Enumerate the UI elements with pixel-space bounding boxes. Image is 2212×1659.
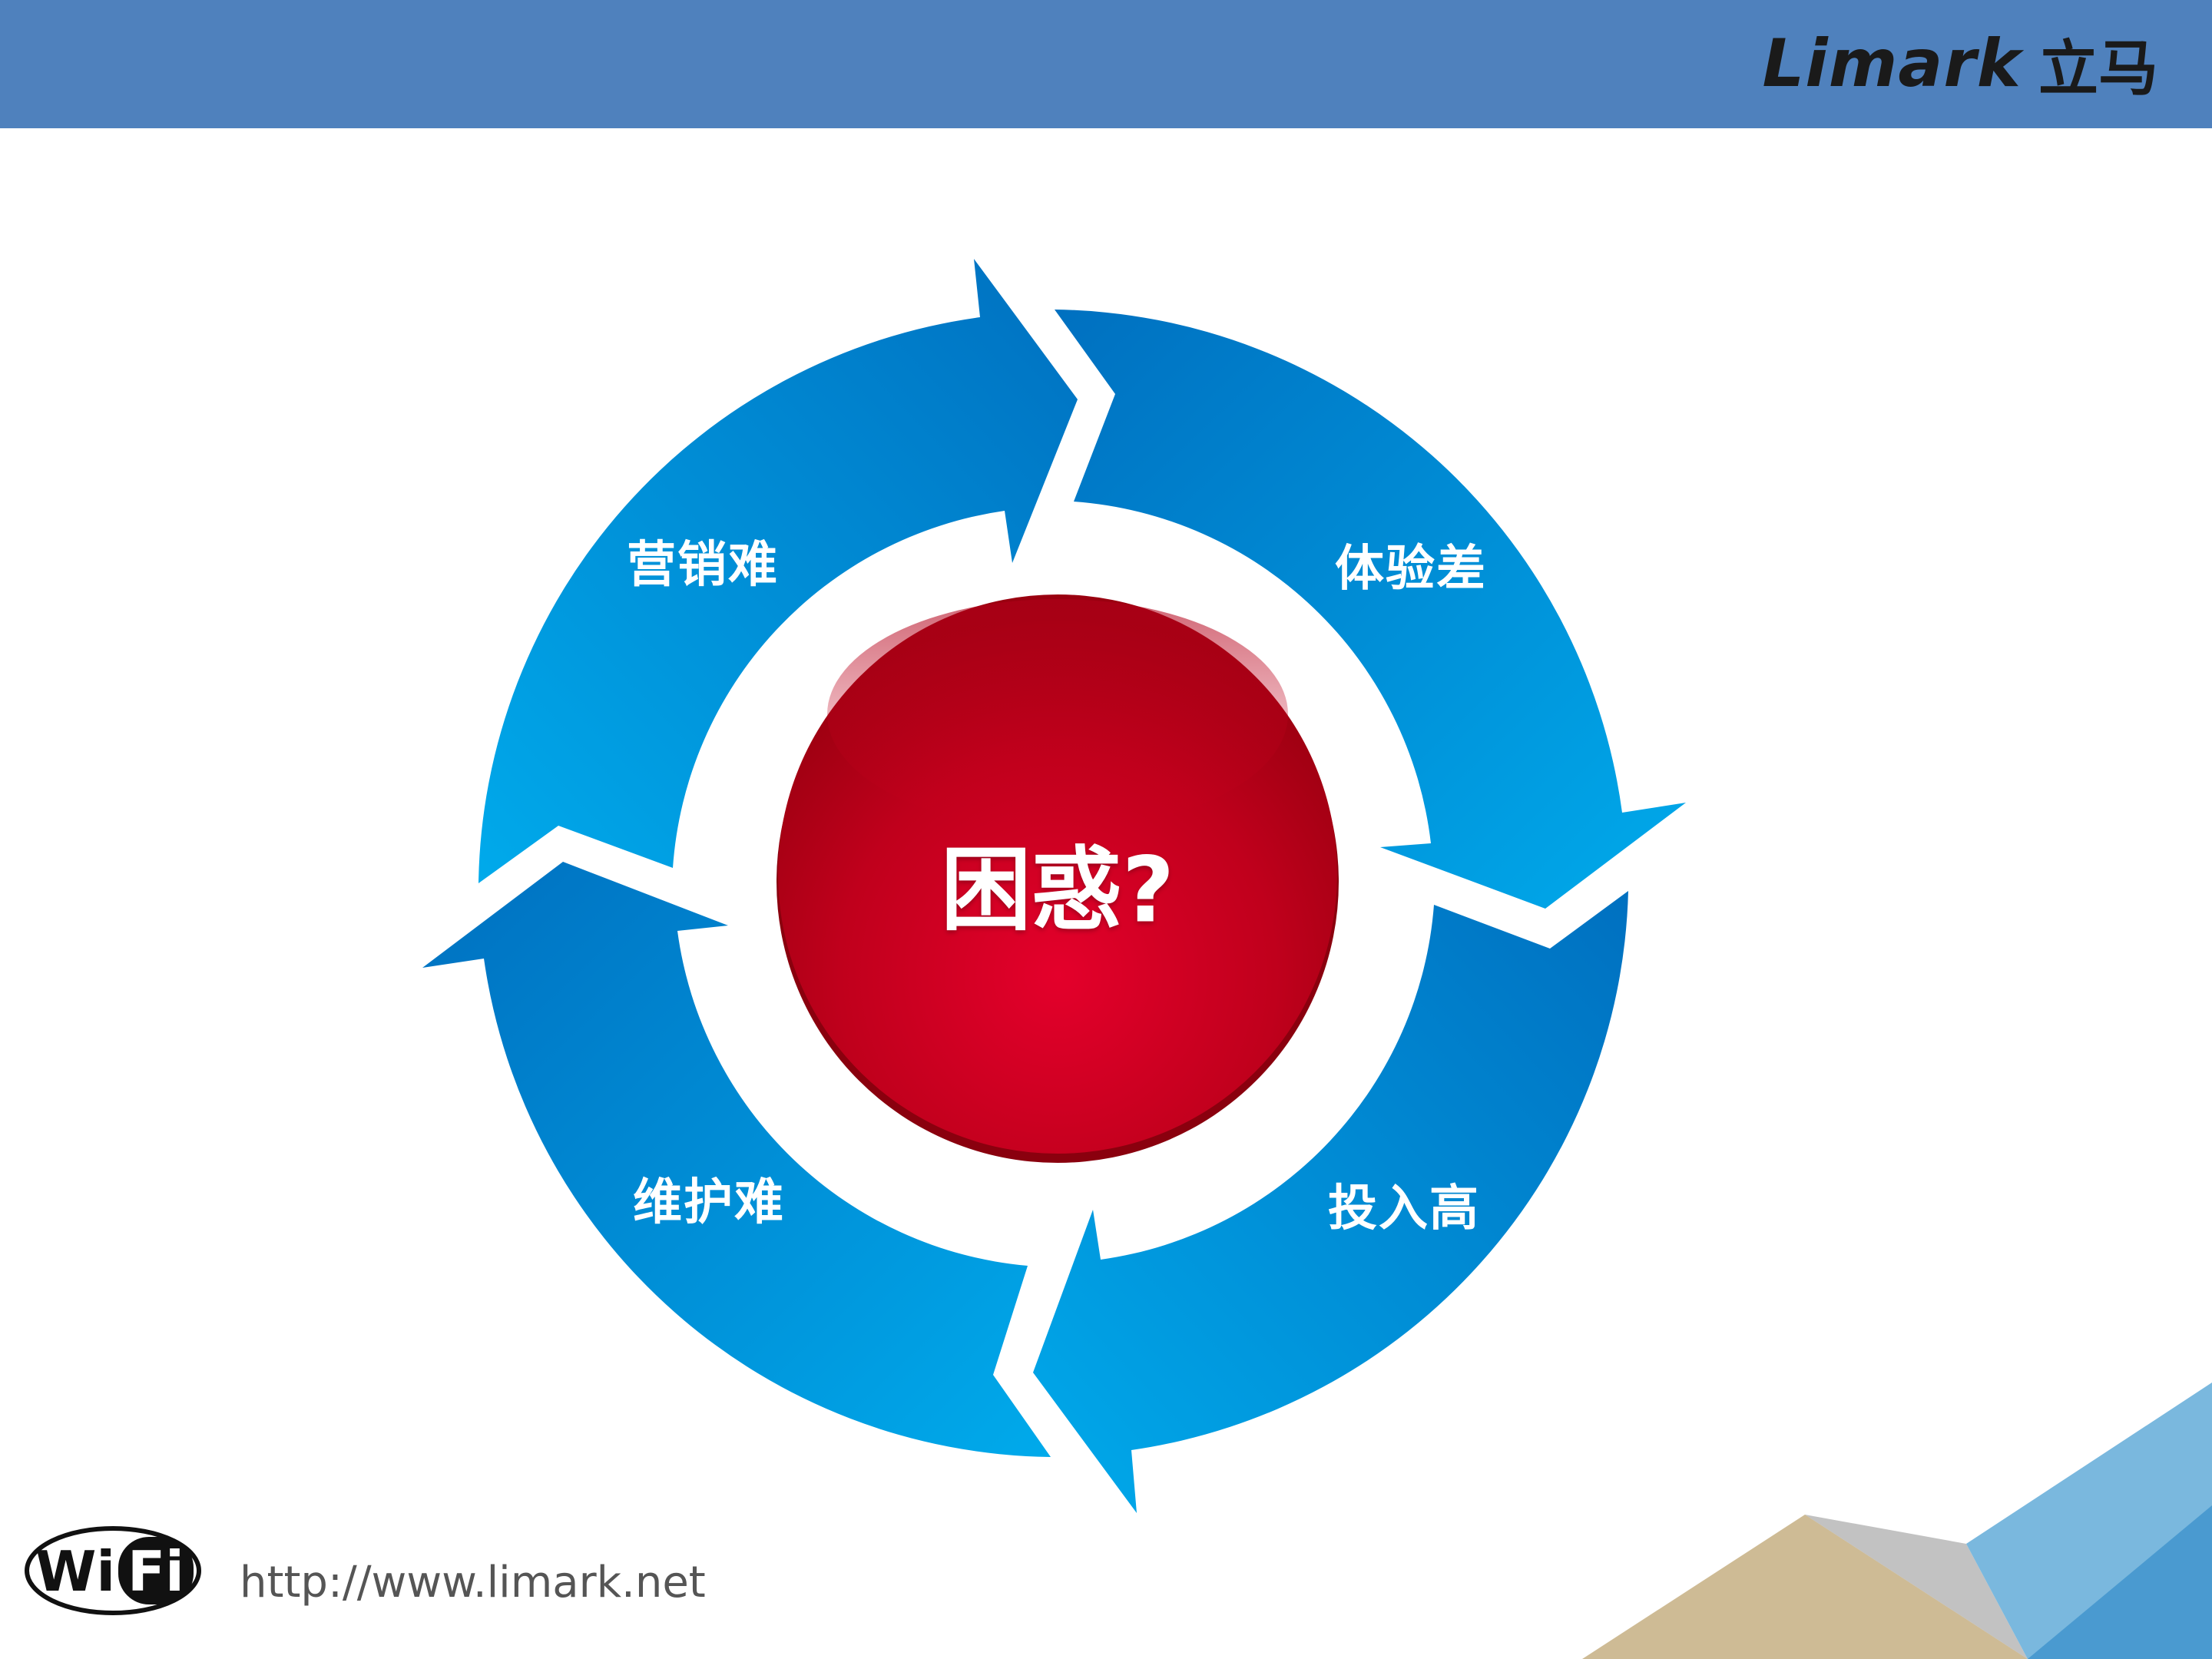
arrow-segment-3	[1033, 891, 1628, 1513]
segment-label-investment: 投入高	[1328, 1181, 1480, 1237]
arrow-segment-1	[478, 259, 1078, 883]
footer-url: http://www.limark.net	[240, 1558, 706, 1608]
brand-logo: Limark 立马	[1762, 22, 2158, 106]
center-ball	[777, 594, 1339, 1163]
segment-label-marketing: 营销难	[627, 537, 779, 594]
svg-text:Fi: Fi	[127, 1539, 184, 1604]
logo-chinese: 立马	[2038, 35, 2158, 104]
arrow-segment-4	[422, 862, 1051, 1457]
svg-text:Wi: Wi	[35, 1539, 115, 1604]
segment-label-maintenance: 维护难	[633, 1174, 785, 1231]
arrow-segment-2	[1055, 310, 1686, 909]
logo-text: Limark	[1762, 25, 2022, 102]
center-label: 困惑?	[940, 836, 1175, 943]
header-bar	[0, 0, 2212, 128]
segment-label-experience: 体验差	[1335, 541, 1487, 598]
wifi-logo-icon: Wi Fi	[25, 1526, 201, 1615]
